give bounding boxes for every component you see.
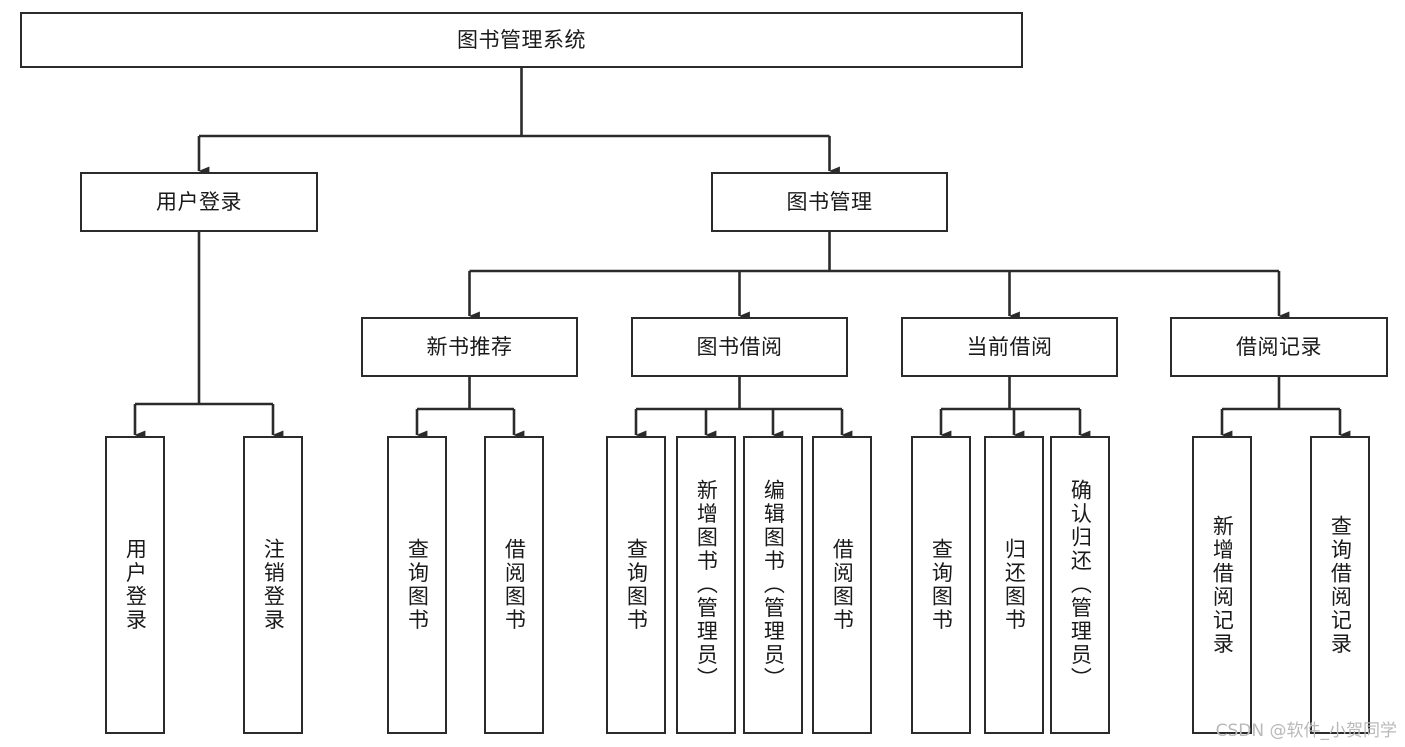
node-borrow-records-label: 借阅记录: [1236, 334, 1322, 359]
csdn-watermark: CSDN @软件_小贺同学: [1215, 721, 1397, 741]
leaf-logout-label: 注销登录: [261, 538, 286, 632]
node-user-login-label: 用户登录: [156, 189, 242, 214]
leaf-confirm-return[interactable]: 确认归还（管理员）: [1050, 436, 1110, 734]
node-book-borrow-label: 图书借阅: [696, 334, 783, 359]
leaf-return-book-label: 归还图书: [1002, 538, 1027, 632]
node-new-book-recommend-label: 新书推荐: [426, 334, 513, 359]
leaf-logout[interactable]: 注销登录: [243, 436, 303, 734]
leaf-query-book-b[interactable]: 查询图书: [606, 436, 666, 734]
node-book-borrow[interactable]: 图书借阅: [631, 317, 848, 377]
node-book-management[interactable]: 图书管理: [711, 172, 948, 232]
leaf-borrow-book-a-label: 借阅图书: [502, 538, 527, 632]
node-borrow-records[interactable]: 借阅记录: [1170, 317, 1388, 377]
node-root-label: 图书管理系统: [457, 27, 586, 52]
leaf-borrow-book-b[interactable]: 借阅图书: [812, 436, 872, 734]
leaf-user-login[interactable]: 用户登录: [105, 436, 165, 734]
node-current-borrow-label: 当前借阅: [966, 334, 1053, 359]
leaf-borrow-book-b-label: 借阅图书: [830, 538, 855, 632]
leaf-query-book-a[interactable]: 查询图书: [387, 436, 447, 734]
leaf-confirm-return-label: 确认归还（管理员）: [1068, 479, 1093, 691]
leaf-add-borrow-record-label: 新增借阅记录: [1210, 514, 1235, 656]
leaf-add-book-label: 新增图书（管理员）: [694, 479, 719, 691]
leaf-query-borrow-record[interactable]: 查询借阅记录: [1310, 436, 1370, 734]
node-new-book-recommend[interactable]: 新书推荐: [361, 317, 578, 377]
leaf-borrow-book-a[interactable]: 借阅图书: [484, 436, 544, 734]
leaf-user-login-label: 用户登录: [123, 538, 148, 632]
node-book-management-label: 图书管理: [786, 189, 873, 214]
leaf-query-borrow-record-label: 查询借阅记录: [1328, 514, 1353, 656]
leaf-return-book[interactable]: 归还图书: [984, 436, 1044, 734]
node-current-borrow[interactable]: 当前借阅: [901, 317, 1118, 377]
leaf-edit-book[interactable]: 编辑图书（管理员）: [743, 436, 803, 734]
leaf-add-borrow-record[interactable]: 新增借阅记录: [1192, 436, 1252, 734]
leaf-query-book-c-label: 查询图书: [929, 538, 954, 632]
leaf-query-book-b-label: 查询图书: [624, 538, 649, 632]
leaf-query-book-c[interactable]: 查询图书: [911, 436, 971, 734]
leaf-add-book[interactable]: 新增图书（管理员）: [676, 436, 736, 734]
node-user-login[interactable]: 用户登录: [80, 172, 318, 232]
leaf-query-book-a-label: 查询图书: [405, 538, 430, 632]
leaf-edit-book-label: 编辑图书（管理员）: [761, 479, 786, 691]
node-root[interactable]: 图书管理系统: [20, 12, 1023, 68]
